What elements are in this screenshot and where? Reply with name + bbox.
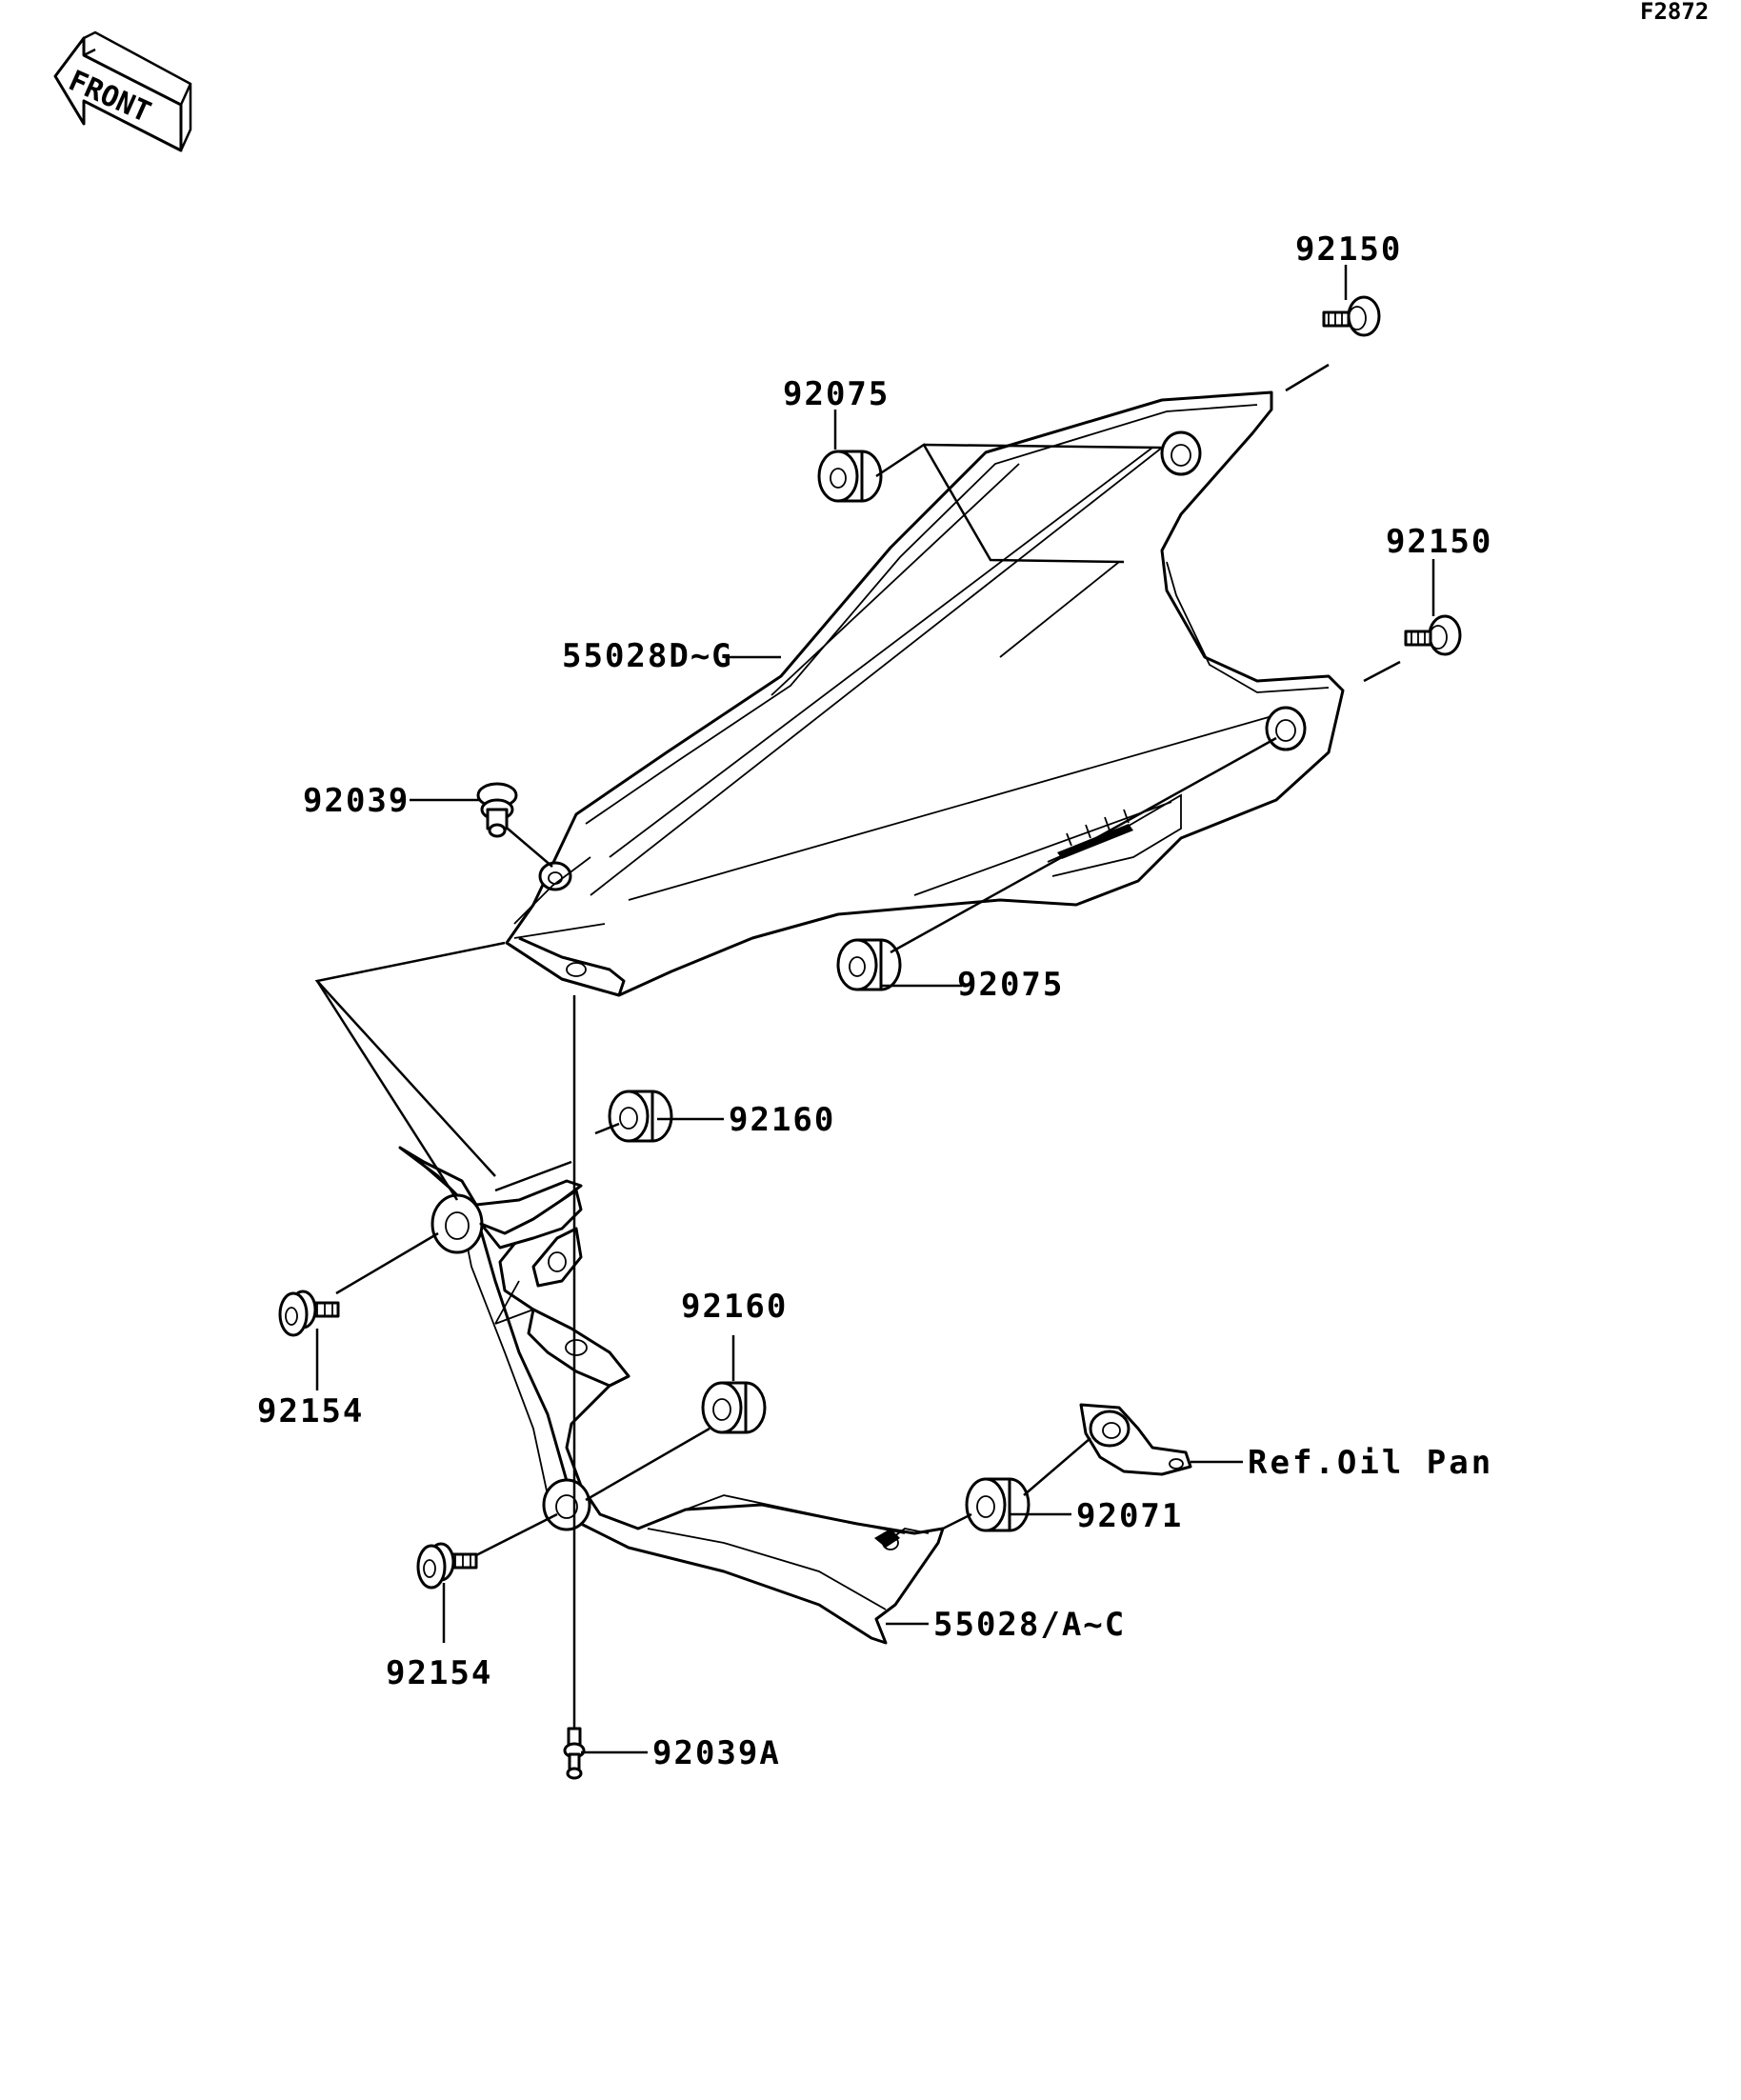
label-clip-92039a: 92039A [652, 1734, 781, 1772]
label-grommet-92160-a: 92160 [729, 1101, 835, 1139]
label-damper-92075-b: 92075 [957, 966, 1064, 1004]
damper-92075-b [836, 938, 902, 991]
upper-cowl [505, 390, 1345, 997]
clip-92039a [563, 1727, 586, 1780]
damper-92071 [965, 1477, 1031, 1532]
figure-code: F2872 [1640, 0, 1709, 25]
label-bolt-92154-a: 92154 [257, 1392, 364, 1430]
label-lower-cowl: 55028/A~C [933, 1606, 1126, 1644]
grommet-92160-a [608, 1090, 673, 1143]
label-damper-92075-a: 92075 [783, 375, 890, 413]
bolt-92154-b [416, 1542, 478, 1590]
label-bolt-92150-b: 92150 [1386, 523, 1492, 561]
lower-cowl [398, 1146, 945, 1645]
bolt-92154-a [278, 1290, 340, 1337]
label-bolt-92154-b: 92154 [386, 1654, 492, 1692]
damper-92075-a [817, 450, 883, 503]
grommet-92160-b [701, 1381, 767, 1434]
label-upper-cowl: 55028D~G [562, 637, 733, 675]
label-damper-92071: 92071 [1076, 1497, 1183, 1535]
leader-lines [314, 265, 1435, 1754]
bolt-92150-b [1404, 614, 1462, 656]
oil-pan-bracket [1079, 1403, 1192, 1476]
label-ref-oil-pan: Ref.Oil Pan [1248, 1444, 1493, 1482]
clip-92039 [476, 782, 518, 838]
label-clip-92039: 92039 [303, 782, 410, 820]
bolt-92150-a [1322, 295, 1381, 337]
label-bolt-92150-a: 92150 [1295, 230, 1402, 269]
label-grommet-92160-b: 92160 [681, 1288, 788, 1326]
front-arrow-icon: FRONT [53, 30, 192, 152]
